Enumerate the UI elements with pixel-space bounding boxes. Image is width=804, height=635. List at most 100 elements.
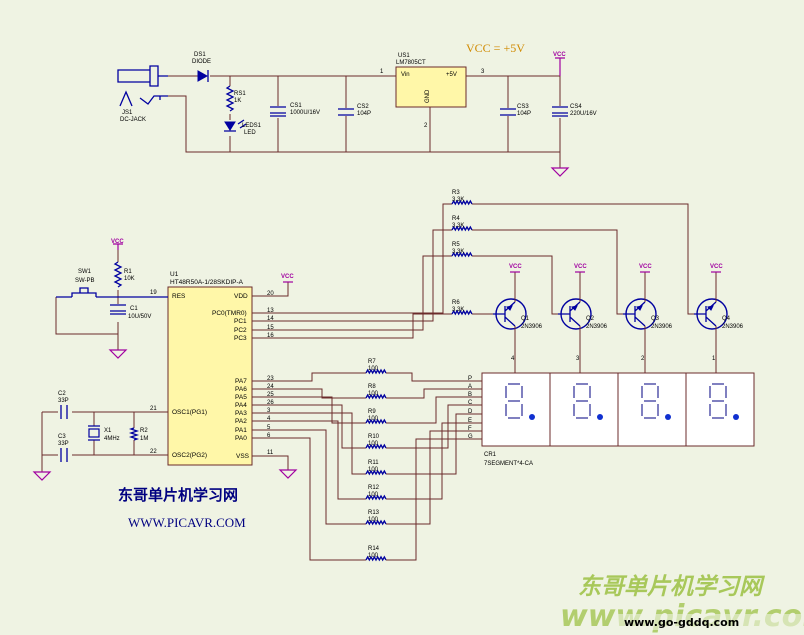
transistor-ref: Q4: [722, 316, 731, 322]
segment-resistor-ref: R10: [368, 434, 380, 440]
mcu-pin-number: 26: [267, 400, 274, 406]
cs2-value: 104P: [357, 111, 371, 117]
us1-out: +5V: [446, 72, 457, 78]
vcc-label-transistor: VCC: [509, 264, 522, 270]
r2-ref: R2: [140, 428, 148, 434]
cs4-ref: CS4: [570, 104, 582, 110]
transistor-ref: Q1: [521, 316, 530, 322]
mcu-pin-name: VDD: [234, 293, 248, 300]
display-ref: CR1: [484, 452, 497, 458]
mcu-pin-name: PA6: [235, 386, 247, 393]
display-segment-pin: B: [468, 392, 472, 398]
display-segment-pin: P: [468, 376, 472, 382]
display-segment-pin: C: [468, 400, 473, 406]
c3-value: 33P: [58, 441, 69, 447]
c1-ref: C1: [130, 306, 138, 312]
capacitor-cs2: [338, 108, 354, 116]
mcu-pin-number: 16: [267, 333, 274, 339]
mcu-pin-name: PA0: [235, 435, 247, 442]
segment-resistor: [365, 494, 387, 501]
segment-resistor-ref: R9: [368, 409, 376, 415]
digit: [573, 383, 603, 420]
segment-resistor-ref: R14: [368, 546, 380, 552]
us1-gnd: GND: [425, 89, 431, 103]
mcu-pin-number: 15: [267, 325, 274, 331]
mcu-pin-number: 14: [267, 316, 274, 322]
mcu-pin-number: 23: [267, 376, 274, 382]
base-resistor-ref: R3: [452, 190, 460, 196]
base-resistor-value: 3.3K: [452, 197, 464, 203]
base-resistor-ref: R4: [452, 216, 460, 222]
ds1-value: DIODE: [192, 59, 211, 65]
c2-value: 33P: [58, 398, 69, 404]
x1-ref: X1: [104, 428, 112, 434]
sw1-ref: SW1: [78, 269, 92, 275]
segment-resistor-ref: R12: [368, 485, 380, 491]
segment-resistor-ref: R13: [368, 510, 380, 516]
mcu-pin-name: PA4: [235, 402, 247, 409]
segment-resistor: [365, 443, 387, 450]
cs2-ref: CS2: [357, 104, 369, 110]
c2-ref: C2: [58, 391, 66, 397]
resistor-base-3: [451, 199, 473, 206]
capacitor-c3: [60, 448, 68, 462]
vcc-label-reset: VCC: [111, 239, 124, 245]
mcu-pin-name: VSS: [236, 453, 250, 460]
us1-value: LM7805CT: [396, 60, 426, 66]
base-resistor-ref: R6: [452, 300, 460, 306]
brand-title: 东哥单片机学习网: [118, 486, 238, 504]
c3-ref: C3: [58, 434, 66, 440]
us1-vin: Vin: [401, 72, 410, 78]
digit: [641, 383, 671, 420]
transistor-value: 2N3906: [722, 324, 744, 330]
vcc-label-transistor: VCC: [710, 264, 723, 270]
segment-resistor-ref: R11: [368, 460, 379, 466]
resistor-r1: [113, 261, 123, 288]
us1-pin1: 1: [380, 69, 384, 75]
crystal-x1: [88, 425, 100, 441]
capacitor-cs1: [270, 106, 286, 117]
mcu-pin-name: OSC1(PG1): [172, 409, 207, 416]
watermark-title: 东哥单片机学习网: [578, 573, 766, 600]
digit: [505, 383, 535, 420]
display-segment-pin: F: [468, 426, 472, 432]
mcu-pin-number: 5: [267, 425, 271, 431]
mcu-pin-name: OSC2(PG2): [172, 452, 207, 459]
reset-circuit: VCC R1 10K SW1 SW-PB C1 10U/50V: [55, 239, 168, 359]
leds1-ref: LEDS1: [242, 123, 262, 129]
mcu-pin-number: 24: [267, 384, 274, 390]
mcu-pin-number: 6: [267, 433, 271, 439]
transistor-value: 2N3906: [586, 324, 608, 330]
segment-resistor: [365, 418, 387, 425]
segment-resistor-value: 100: [368, 553, 379, 559]
mcu-pin-number: 20: [267, 291, 274, 297]
js1-value: DC-JACK: [120, 117, 146, 123]
mcu-pin-number: 22: [150, 449, 157, 455]
transistor-ref: Q2: [586, 316, 595, 322]
segment-resistor-value: 100: [368, 492, 379, 498]
mcu-pin-number: 3: [267, 408, 271, 414]
transistor-value: 2N3906: [521, 324, 543, 330]
transistor-ref: Q3: [651, 316, 660, 322]
us1-pin2: 2: [424, 123, 428, 129]
vcc-label-supply: VCC: [553, 52, 566, 58]
resistor-base-6: [451, 309, 473, 316]
brand-url: WWW.PICAVR.COM: [128, 515, 246, 530]
sw1-value: SW-PB: [75, 278, 95, 284]
mcu-pin-name: PA3: [235, 410, 247, 417]
segment-resistor-value: 100: [368, 517, 379, 523]
display-segment-pin: A: [468, 384, 472, 390]
capacitor-c1: [110, 304, 126, 315]
ds1-ref: DS1: [194, 52, 206, 58]
leds1-value: LED: [244, 130, 256, 136]
mcu-u1: U1 HT48R50A-1/28SKDIP-A RES19OSC1(PG1)21…: [150, 271, 274, 466]
base-resistor-value: 3.3K: [452, 307, 464, 313]
display-segment-pin: E: [468, 418, 472, 424]
mcu-pin-number: 11: [267, 450, 274, 456]
segment-resistor: [365, 469, 387, 476]
mcu-pin-number: 21: [150, 406, 157, 412]
watermark-small-url: www.go-gddq.com: [624, 616, 739, 629]
mcu-ref: U1: [170, 271, 179, 278]
vcc-label-mcu: VCC: [281, 274, 294, 280]
resistor-rs1: [225, 85, 235, 112]
